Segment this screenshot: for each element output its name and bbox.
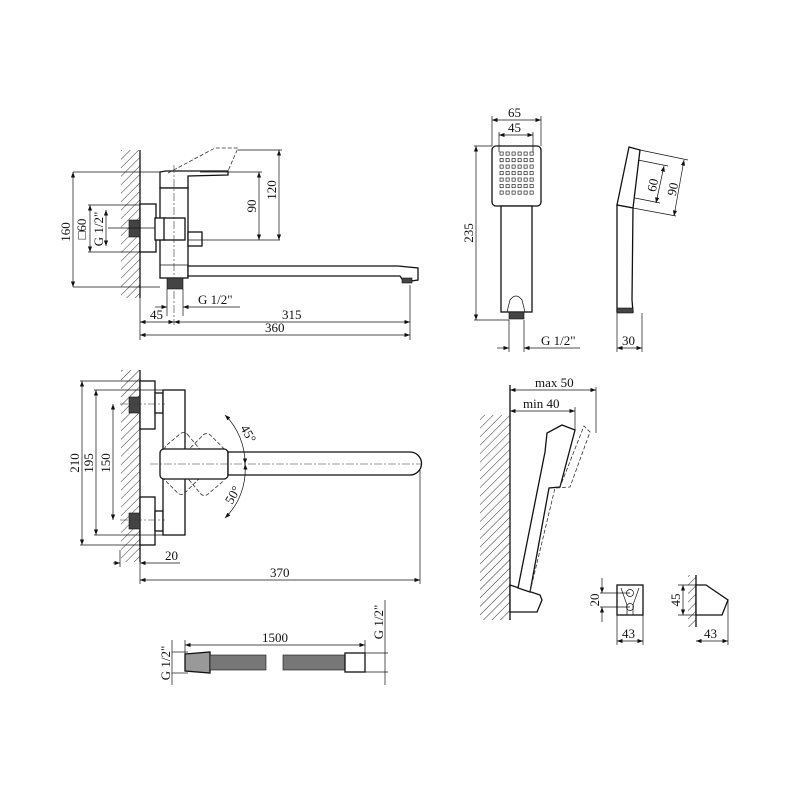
nozzle [499,164,504,169]
nozzle [511,184,516,189]
outlet-thread-label: G 1/2" [198,292,233,307]
dim-315: 315 [282,307,302,322]
thread-label: G 1/2" [541,333,576,348]
dim-120: 120 [264,180,279,200]
dim-90: 90 [244,200,259,213]
nozzle [511,158,516,163]
nozzle [523,177,528,182]
nozzle [517,177,522,182]
nozzle [517,158,522,163]
nozzle [499,177,504,182]
left-thread-label: G 1/2" [158,646,173,681]
nozzle [505,151,510,156]
nozzle [505,190,510,195]
spacing-20: 20 [587,594,602,607]
height-45: 45 [668,594,683,607]
nozzle [499,171,504,176]
nozzle [511,190,516,195]
face-60: 60 [644,177,661,193]
right-thread-label: G 1/2" [371,605,386,640]
depth-30: 30 [622,333,635,348]
nozzle [523,190,528,195]
side-width-43: 43 [704,626,717,641]
nozzle [517,190,522,195]
front-width-43: 43 [622,626,635,641]
nozzle [523,151,528,156]
nozzle [529,171,534,176]
length-235: 235 [461,223,476,243]
holder-side-body [695,584,729,616]
nozzle [499,151,504,156]
holder-installed: max 50 min 40 [480,375,597,620]
min-40-label: min 40 [523,396,559,411]
width-65: 65 [508,105,521,120]
head-90: 90 [664,181,681,197]
hand-shower-front: 65 45 235 G 1/2" [461,105,580,352]
shower-head [491,145,542,207]
nozzle [499,190,504,195]
nozzle [529,164,534,169]
nozzle [529,190,534,195]
nozzle [499,158,504,163]
nozzle [523,171,528,176]
max-50-label: max 50 [535,375,574,390]
side-view: 160 □60 G 1/2" 90 120 G 1/2" 45 315 360 [58,147,419,340]
face-45: 45 [508,120,521,135]
lever [159,170,229,189]
dim-45: 45 [150,307,163,322]
holder-front: 20 43 [587,578,644,645]
spout [227,451,423,476]
nozzle [523,164,528,169]
nozzle [511,177,516,182]
dim-370: 370 [270,565,290,580]
nozzle [529,151,534,156]
nozzle [499,184,504,189]
top-view: 45° 50° 210 195 150 20 370 [67,370,423,584]
hand-shower-side: 60 90 30 [616,146,689,352]
inlet-thread-label: G 1/2" [91,212,106,247]
nozzle [505,164,510,169]
dim-360: 360 [265,320,285,335]
nozzle [517,171,522,176]
nozzle [517,164,522,169]
nozzle [505,171,510,176]
nozzle [529,184,534,189]
nozzle [505,177,510,182]
nozzle [511,151,516,156]
dim-195: 195 [81,453,96,473]
nozzle [523,184,528,189]
nozzle [511,171,516,176]
angle-45: 45° [237,422,259,445]
dim-210: 210 [67,453,82,473]
hand-shower-tilted [517,424,576,593]
nozzle [517,151,522,156]
hose-length: 1500 [262,630,288,645]
square-60-label: □60 [74,219,89,240]
nozzle [529,158,534,163]
nozzle [511,164,516,169]
nozzle [505,184,510,189]
angle-50: 50° [222,483,244,506]
holder-body [616,584,644,616]
dim-150: 150 [98,453,113,473]
shower-head-side [616,146,641,209]
nozzle [529,177,534,182]
nozzle [523,158,528,163]
dim-160: 160 [58,222,73,242]
nozzle [505,158,510,163]
shower-handle [500,205,533,313]
shower-hose: G 1/2" 1500 G 1/2" [158,600,388,685]
nozzle [517,184,522,189]
spout [187,265,419,283]
holder-side: 45 43 [668,575,729,645]
dim-20: 20 [165,548,178,563]
